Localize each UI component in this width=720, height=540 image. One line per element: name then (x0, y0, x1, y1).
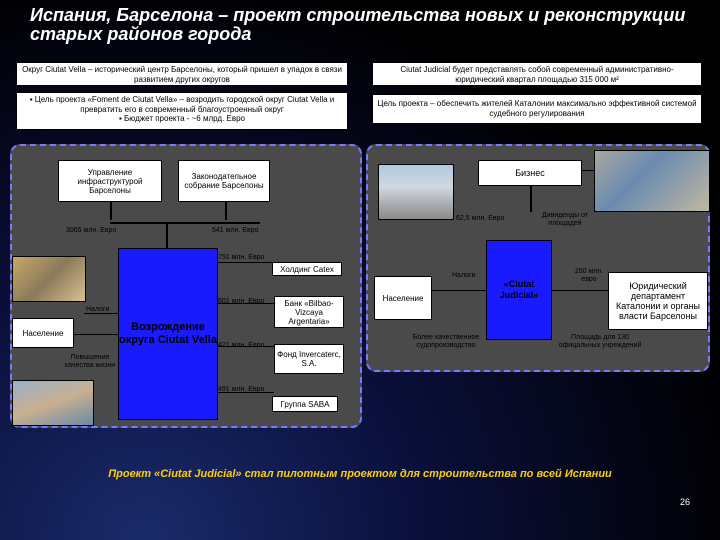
label-62-5: 62,5 млн. Евро (456, 215, 505, 222)
label-751: 751 млн. Евро (218, 254, 265, 261)
business-node: Бизнес (478, 160, 582, 186)
population-node-right: Население (374, 276, 432, 320)
ciutat-vella-center-label: Возрождение округа Ciutat Vella (119, 321, 217, 346)
ciutat-judicial-description-text: Ciutat Judicial будет представлять собой… (400, 65, 674, 84)
label-area-institutions: Площадь для 130 офицальных учреждений (558, 334, 642, 349)
label-dividends: Дивиденды от площадей (541, 212, 589, 227)
legal-department-node-label: Юридический департамент Каталонии и орга… (615, 281, 701, 321)
label-601: 601 млн. Евро (218, 298, 265, 305)
management-node: Управление инфраструктурой Барселоны (58, 160, 162, 202)
bank-node-label: Банк «Bilbao-Vizcaya Argentaria» (284, 298, 334, 326)
fund-node: Фонд Invercaterс, S.A. (274, 344, 344, 374)
page-number: 26 (679, 497, 690, 507)
district-description-text: Округ Ciutat Vella – исторический центр … (22, 65, 342, 84)
slide-title: Испания, Барселона – проект строительств… (30, 5, 686, 44)
legal-department-node: Юридический департамент Каталонии и орга… (608, 272, 708, 330)
project-goal-text: ▪ Цель проекта «Foment de Ciutat Vella» … (29, 95, 335, 114)
label-better-justice: Более качественное судопроизводство (412, 334, 480, 349)
label-250: 250 млн. евро (574, 268, 604, 283)
assembly-node-label: Законодательное собрание Барселоны (184, 172, 264, 190)
population-node-left-label: Население (22, 328, 64, 338)
footer-note: Проект «Ciutat Judicial» стал пилотным п… (108, 468, 612, 480)
fund-node-label: Фонд Invercaterс, S.A. (277, 350, 341, 368)
ciutat-judicial-center-node: «Ciutat Judicial» (486, 240, 552, 340)
ciutat-vella-center-node: Возрождение округа Ciutat Vella (118, 248, 218, 420)
project-budget-text: ▪ Бюджет проекта - ~6 млрд. Евро (119, 114, 245, 123)
bank-node: Банк «Bilbao-Vizcaya Argentaria» (274, 296, 344, 328)
catex-node-label: Холдинг Catex (280, 264, 334, 274)
population-node-left: Население (12, 318, 74, 348)
project-goal-box: ▪ Цель проекта «Foment de Ciutat Vella» … (16, 92, 348, 130)
label-taxes-right: Налоги (452, 272, 476, 279)
label-3065: 3065 млн. Евро (66, 227, 117, 234)
building-photo (12, 256, 86, 302)
label-541: 541 млн. Евро (212, 227, 259, 234)
skyline-photo (378, 164, 454, 220)
label-quality-of-life: Повышение качества жизни (64, 354, 116, 369)
label-421: 421 млн. Евро (218, 342, 265, 349)
ciutat-judicial-description: Ciutat Judicial будет представлять собой… (372, 62, 702, 86)
label-taxes-left: Налоги (86, 306, 110, 313)
ciutat-judicial-goal-text: Цель проекта – обеспечить жителей Катало… (377, 99, 697, 118)
aerial-photo (594, 150, 710, 212)
label-491: 491 млн. Евро (218, 386, 265, 393)
population-node-right-label: Население (382, 293, 424, 303)
ciutat-judicial-goal-box: Цель проекта – обеспечить жителей Катало… (372, 94, 702, 124)
catex-node: Холдинг Catex (272, 262, 342, 276)
business-node-label: Бизнес (515, 167, 545, 178)
district-description: Округ Ciutat Vella – исторический центр … (16, 62, 348, 86)
management-node-label: Управление инфраструктурой Барселоны (77, 167, 143, 195)
saba-node-label: Группа SABA (280, 399, 330, 409)
ciutat-judicial-center-label: «Ciutat Judicial» (499, 279, 539, 300)
city-map-photo (12, 380, 94, 426)
saba-node: Группа SABA (272, 396, 338, 412)
assembly-node: Законодательное собрание Барселоны (178, 160, 270, 202)
